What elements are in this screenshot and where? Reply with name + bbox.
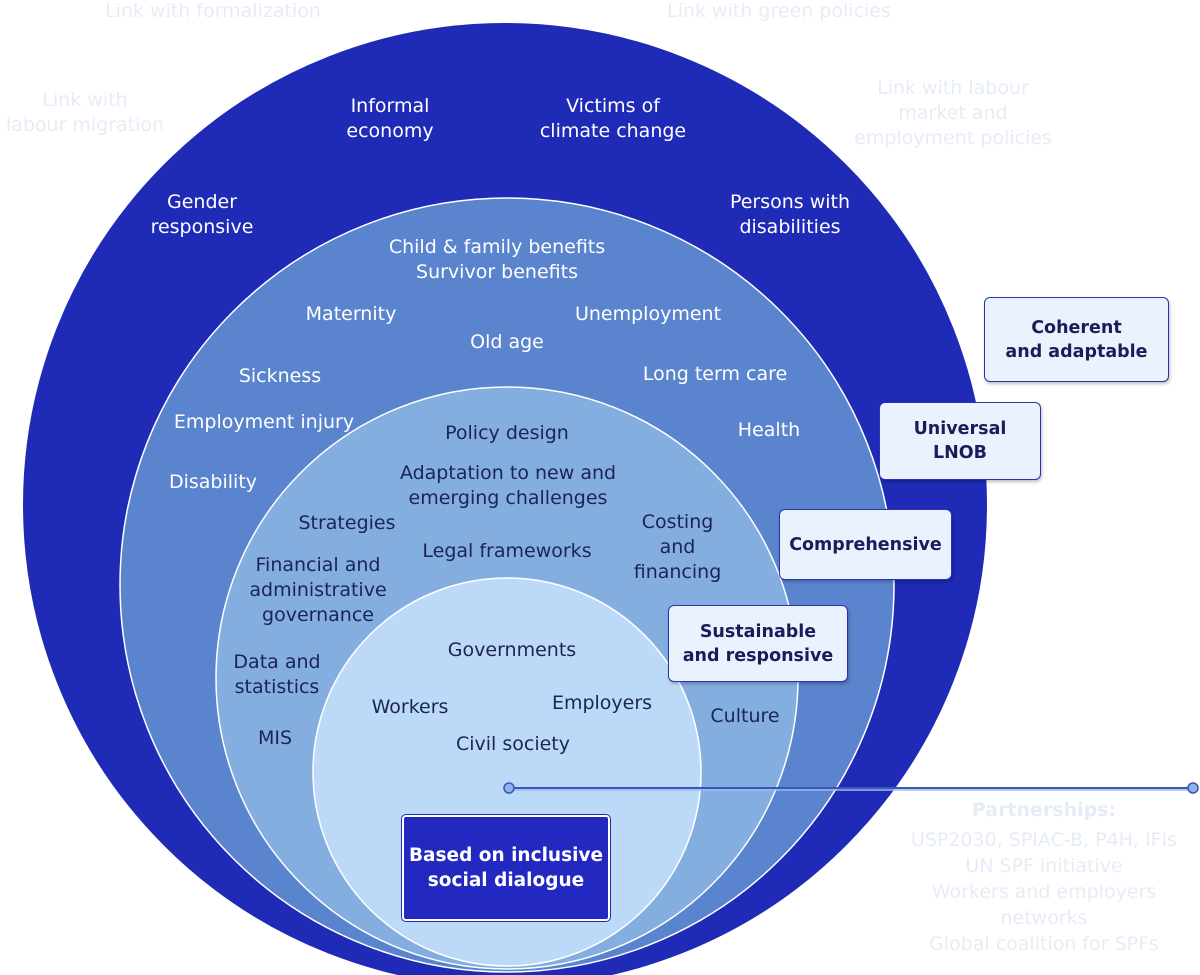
governments-label: Governments <box>447 639 577 661</box>
link-green-policies-label: Link with green policies <box>667 0 891 22</box>
strategies-label: Strategies <box>298 512 396 534</box>
employment-injury-label: Employment injury <box>173 411 355 433</box>
comprehensive-tag: Comprehensive <box>779 509 952 580</box>
disability-label: Disability <box>168 471 258 493</box>
connector-dot-left <box>503 782 515 794</box>
culture-label: Culture <box>710 705 780 727</box>
health-label: Health <box>737 419 801 441</box>
maternity-label: Maternity <box>305 303 397 325</box>
civil-society-label: Civil society <box>455 733 571 755</box>
old-age-label: Old age <box>470 331 544 353</box>
partnerships-list: USP2030, SPIAC-B, P4H, IFIs UN SPF initi… <box>910 829 1178 955</box>
long-term-care-label: Long term care <box>642 363 788 385</box>
connector-dot-right <box>1187 782 1199 794</box>
mis-label: MIS <box>257 727 293 749</box>
workers-label: Workers <box>371 696 449 718</box>
policy-design-label: Policy design <box>445 422 569 444</box>
unemployment-label: Unemployment <box>574 303 722 325</box>
partnerships-title: Partnerships: <box>971 799 1117 821</box>
sickness-label: Sickness <box>238 365 322 387</box>
legal-frameworks-label: Legal frameworks <box>422 540 592 562</box>
employers-label: Employers <box>551 692 653 714</box>
link-formalization-label: Link with formalization <box>105 0 321 22</box>
